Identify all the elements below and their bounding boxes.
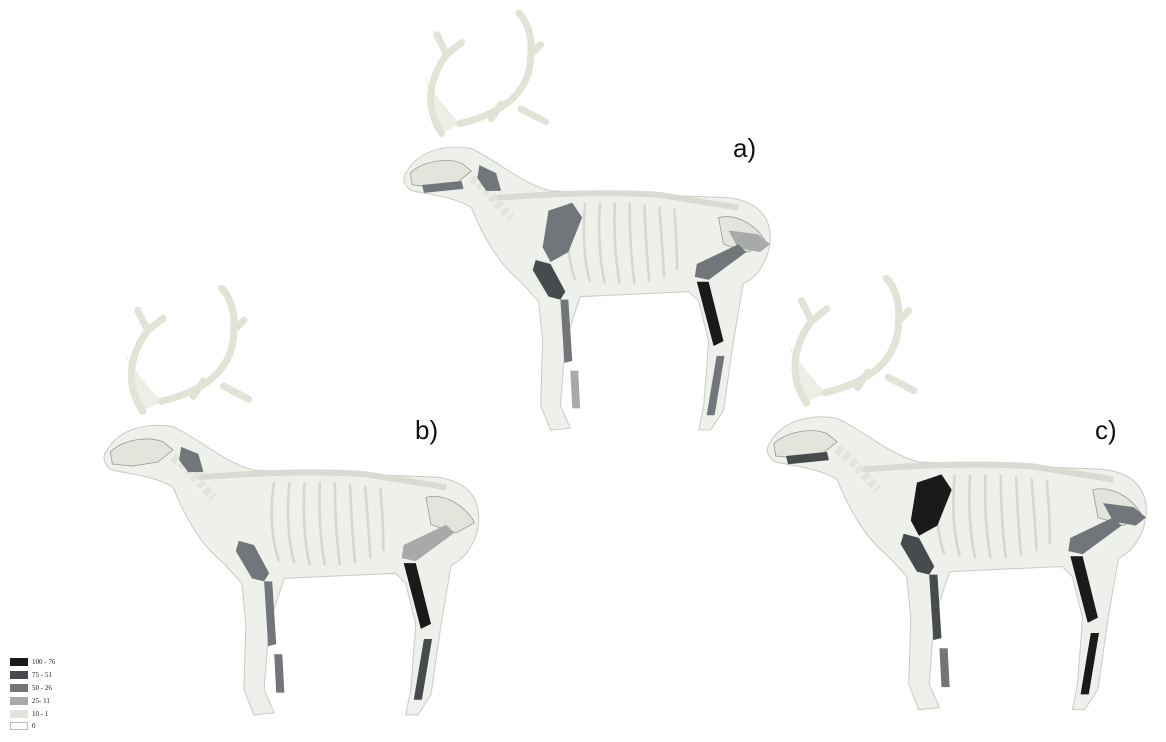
legend-item: 0 bbox=[10, 720, 55, 733]
legend-label: 10 - 1 bbox=[32, 710, 48, 718]
legend-swatch bbox=[10, 658, 28, 666]
legend-item: 75 - 51 bbox=[10, 669, 55, 682]
metacarpal-bone bbox=[274, 654, 284, 692]
legend-swatch bbox=[10, 697, 28, 705]
legend-item: 50 - 26 bbox=[10, 682, 55, 695]
legend-swatch bbox=[10, 710, 28, 718]
legend-label: 50 - 26 bbox=[32, 684, 52, 692]
legend-item: 10 - 1 bbox=[10, 707, 55, 720]
legend-item: 25- 11 bbox=[10, 694, 55, 707]
legend-item: 100 - 76 bbox=[10, 656, 55, 669]
panel-b: b) bbox=[102, 285, 497, 725]
legend-label: 0 bbox=[32, 722, 36, 730]
legend-label: 100 - 76 bbox=[32, 658, 55, 666]
legend-swatch bbox=[10, 671, 28, 679]
panel-a-label: a) bbox=[733, 133, 756, 164]
legend-label: 25- 11 bbox=[32, 697, 50, 705]
metacarpal-bone bbox=[939, 648, 949, 687]
reindeer-skeleton-c bbox=[765, 275, 1165, 725]
panel-c: c) bbox=[765, 275, 1165, 725]
reindeer-skeleton-b bbox=[102, 285, 497, 725]
legend-swatch bbox=[10, 722, 28, 730]
legend: 100 - 76 75 - 51 50 - 26 25- 11 10 - 1 0 bbox=[10, 656, 55, 733]
legend-swatch bbox=[10, 684, 28, 692]
metacarpal-bone bbox=[570, 371, 580, 409]
panel-b-label: b) bbox=[415, 415, 438, 446]
legend-label: 75 - 51 bbox=[32, 671, 52, 679]
panel-c-label: c) bbox=[1095, 415, 1117, 446]
